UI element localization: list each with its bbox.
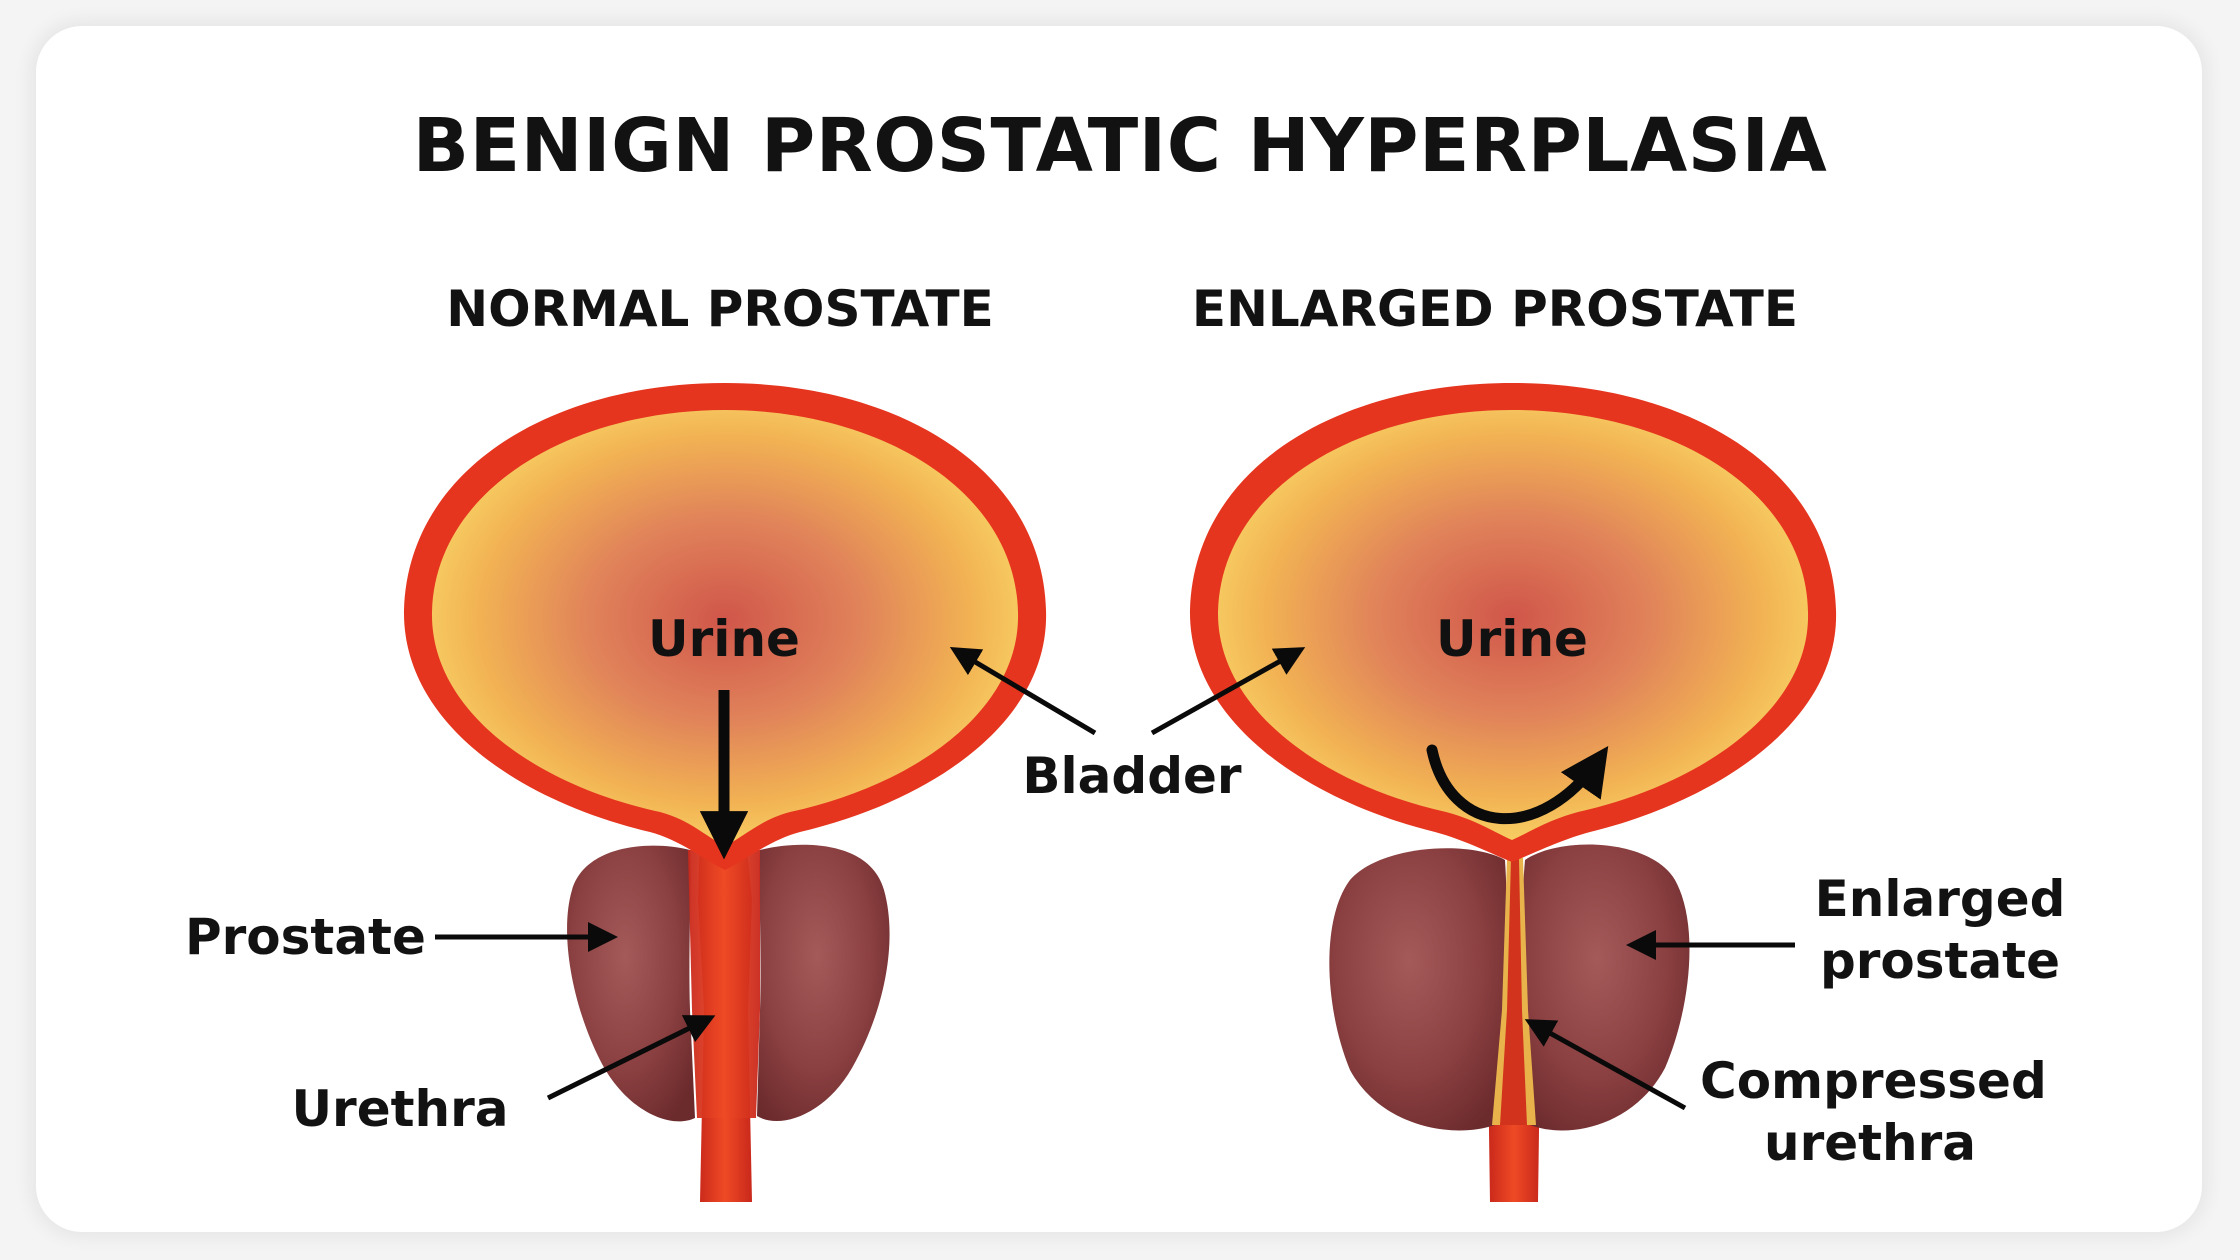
enlarged-prostate-heading: ENLARGED PROSTATE (1191, 280, 1799, 338)
enlarged-prostate-right-lobe (1521, 844, 1690, 1131)
normal-urine-label: Urine (648, 610, 800, 668)
enlarged-prostate-illustration (1189, 383, 1837, 1202)
normal-prostate-left-lobe (567, 845, 695, 1122)
urethra-label: Urethra (291, 1080, 509, 1138)
diagram-title: BENIGN PROSTATIC HYPERPLASIA (412, 103, 1828, 189)
enlarged-urine-label: Urine (1436, 610, 1588, 668)
enlarged-prostate-label-line2: prostate (1819, 932, 2060, 990)
compressed-urethra-arrow-icon (1524, 1019, 1687, 1111)
enlarged-prostate-label-line1: Enlarged (1814, 870, 2066, 928)
urethra-arrow-icon (546, 1015, 716, 1101)
bladder-arrow-left-icon (949, 646, 1097, 736)
normal-prostate-heading: NORMAL PROSTATE (446, 280, 994, 338)
normal-prostate-illustration (403, 383, 1047, 1202)
enlarged-prostate-left-lobe (1329, 848, 1507, 1131)
normal-prostate-right-lobe (757, 844, 890, 1122)
diagram-card (36, 26, 2202, 1232)
compressed-urethra-label-line2: urethra (1763, 1114, 1977, 1172)
bladder-arrow-right-icon (1150, 647, 1306, 736)
leader-arrows (435, 646, 1795, 1111)
compressed-urethra-label-line1: Compressed (1700, 1052, 2047, 1110)
prostate-label: Prostate (185, 908, 426, 966)
backflow-arrow-icon (1426, 744, 1609, 825)
bladder-label: Bladder (1022, 747, 1242, 805)
